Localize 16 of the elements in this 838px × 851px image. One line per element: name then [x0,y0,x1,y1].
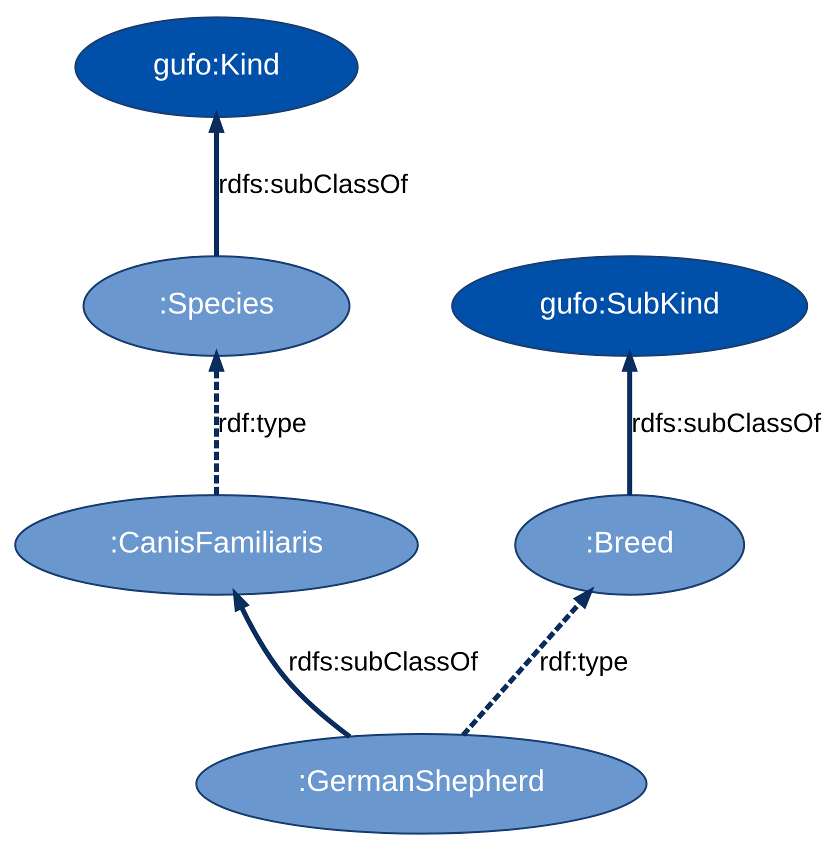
edge-label: rdfs:subClassOf [632,408,822,438]
edge-label: rdfs:subClassOf [288,646,478,677]
edge-label: rdf:type [539,646,628,677]
arrow [461,586,595,737]
arrow [622,348,638,496]
node-ellipse: :CanisFamiliaris [14,494,419,596]
arrow [232,588,352,739]
node-ellipse: :Breed [514,494,746,596]
edge-label: rdf:type [218,408,307,438]
node-ellipse: gufo:SubKind [451,255,808,357]
arrow [208,109,225,256]
node-ellipse: :Species [82,255,350,357]
node-ellipse: :GermanShepherd [195,733,648,835]
edge-label: rdfs:subClassOf [218,168,408,199]
node-ellipse: gufo:Kind [74,16,359,118]
arrow [208,348,225,496]
